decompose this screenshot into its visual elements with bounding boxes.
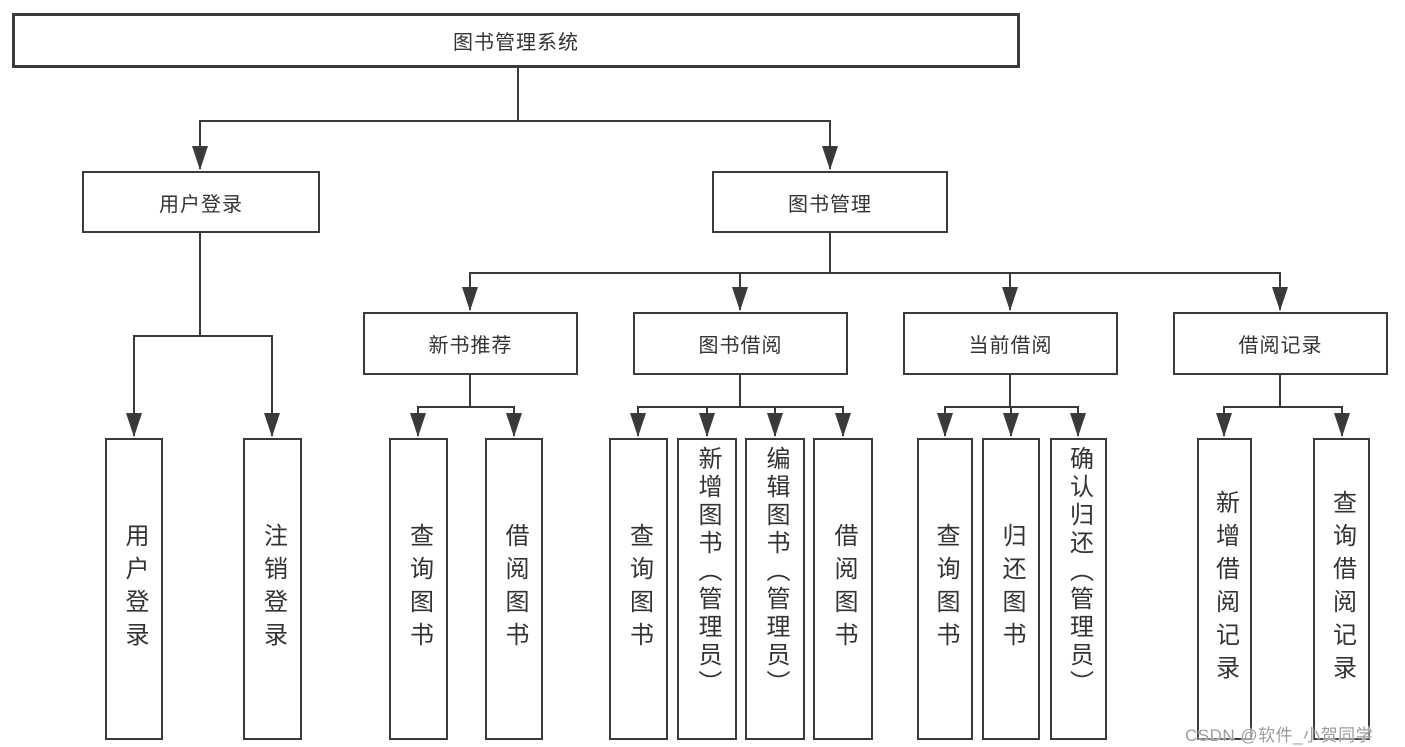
leaf-current-confirm-return-admin: 确认归还（管理员） xyxy=(1050,438,1107,740)
leaf-borrowing-edit-books-admin: 编辑图书（管理员） xyxy=(745,438,805,740)
node-label: 查询图书 xyxy=(932,523,959,655)
node-label: 查询图书 xyxy=(625,523,653,655)
node-borrow-records: 借阅记录 xyxy=(1173,312,1388,375)
node-label: 用户登录 xyxy=(159,193,243,216)
node-current-borrowing: 当前借阅 xyxy=(903,312,1118,375)
node-book-management: 图书管理 xyxy=(712,171,948,233)
node-label: 借阅图书 xyxy=(830,523,857,655)
leaf-current-return-books: 归还图书 xyxy=(982,438,1040,740)
node-label: 新增图书（管理员） xyxy=(694,446,721,698)
node-label: 图书管理 xyxy=(788,193,872,216)
node-label: 借阅图书 xyxy=(501,523,528,655)
node-label: 新增借阅记录 xyxy=(1211,490,1239,688)
leaf-newbooks-borrow-books: 借阅图书 xyxy=(485,438,543,740)
leaf-current-query-books: 查询图书 xyxy=(917,438,973,740)
node-label: 用户登录 xyxy=(121,523,148,655)
node-user-login: 用户登录 xyxy=(82,171,320,233)
leaf-records-add-record: 新增借阅记录 xyxy=(1197,438,1252,740)
leaf-borrowing-borrow-books: 借阅图书 xyxy=(813,438,873,740)
node-label: 查询图书 xyxy=(405,523,433,655)
leaf-newbooks-query-books: 查询图书 xyxy=(389,438,448,740)
node-label: 图书借阅 xyxy=(698,335,783,357)
node-label: 注销登录 xyxy=(259,523,287,655)
node-library-management-system: 图书管理系统 xyxy=(12,13,1020,68)
leaf-borrowing-query-books: 查询图书 xyxy=(609,438,668,740)
node-label: 借阅记录 xyxy=(1238,335,1323,357)
csdn-watermark: CSDN @软件_小贺同学 xyxy=(1185,726,1374,745)
leaf-records-query-record: 查询借阅记录 xyxy=(1313,438,1370,740)
node-label: 新书推荐 xyxy=(428,335,513,357)
leaf-borrowing-add-books-admin: 新增图书（管理员） xyxy=(677,438,737,740)
leaf-user-login: 用户登录 xyxy=(105,438,163,740)
node-label: 归还图书 xyxy=(998,523,1025,655)
node-label: 编辑图书（管理员） xyxy=(762,446,789,698)
node-label: 图书管理系统 xyxy=(453,32,579,54)
node-new-book-recommend: 新书推荐 xyxy=(363,312,578,375)
node-label: 当前借阅 xyxy=(968,335,1053,357)
leaf-logout: 注销登录 xyxy=(243,438,302,740)
node-book-borrowing: 图书借阅 xyxy=(633,312,848,375)
node-label: 确认归还（管理员） xyxy=(1065,446,1093,698)
node-label: 查询借阅记录 xyxy=(1328,490,1356,688)
